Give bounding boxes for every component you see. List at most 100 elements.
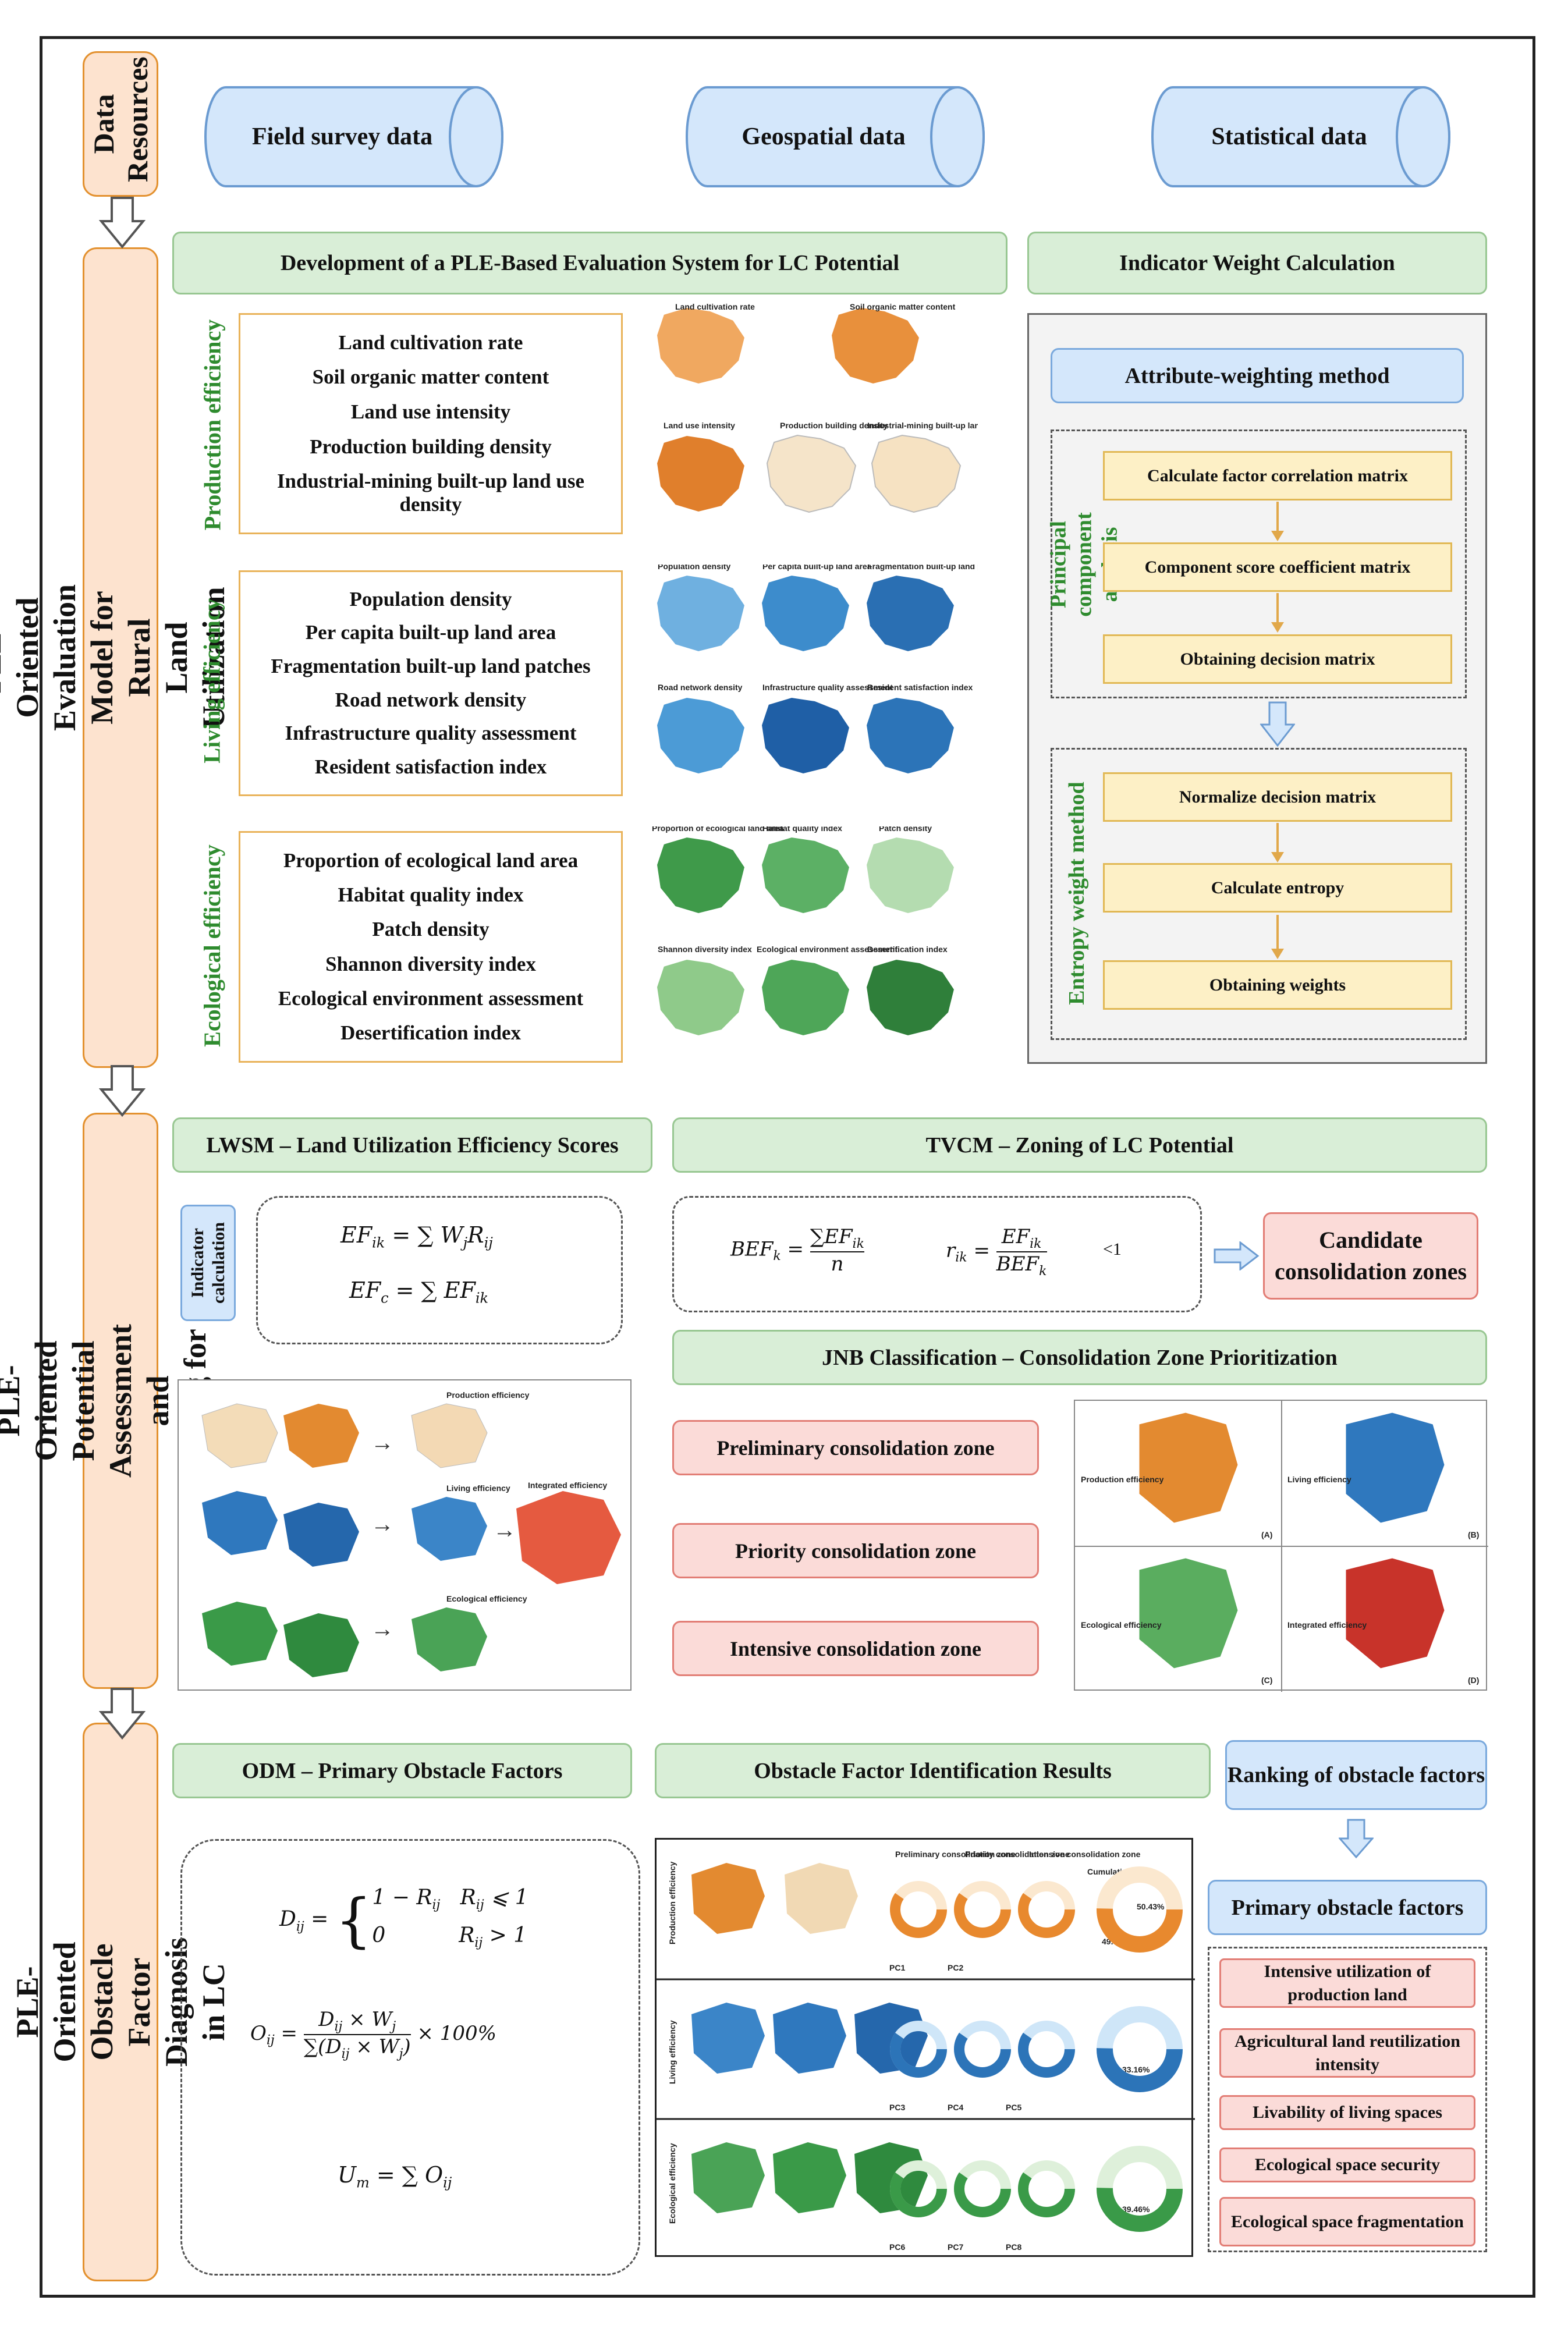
arrow-down-icon bbox=[99, 1065, 146, 1117]
development-title: Development of a PLE-Based Evaluation Sy… bbox=[172, 232, 1008, 294]
pca-box bbox=[1051, 430, 1467, 698]
svg-text:Production efficiency: Production efficiency bbox=[446, 1390, 530, 1400]
svg-text:PC5: PC5 bbox=[1006, 2103, 1021, 2112]
indicator-item: Resident satisfaction index bbox=[314, 755, 547, 779]
living-map-grid: Population density Per capita built-up l… bbox=[652, 562, 1008, 803]
svg-text:Ecological environment assessm: Ecological environment assessment bbox=[757, 945, 897, 954]
svg-text:Priority consolidation zone: Priority consolidation zone bbox=[965, 1850, 1070, 1859]
entropy-label: Entropy weight method bbox=[1065, 782, 1090, 1005]
svg-text:50.43%: 50.43% bbox=[1137, 1902, 1165, 1911]
arrow-down-icon bbox=[1339, 1819, 1374, 1859]
donut-segment bbox=[890, 1881, 947, 1938]
section-evaluation-model: PLE-Oriented Evaluation Model for Rural … bbox=[0, 247, 268, 1068]
indicator-item: Infrastructure quality assessment bbox=[285, 722, 577, 745]
ecological-efficiency-label: Ecological efficiency bbox=[199, 844, 225, 1047]
svg-text:Ecological efficiency: Ecological efficiency bbox=[668, 2143, 677, 2224]
svg-text:PC4: PC4 bbox=[948, 2103, 963, 2112]
ecological-indicator-list: Proportion of ecological land area Habit… bbox=[239, 831, 623, 1063]
arrow-right-icon bbox=[1214, 1241, 1260, 1270]
odm-title: ODM – Primary Obstacle Factors bbox=[172, 1743, 632, 1798]
svg-text:→: → bbox=[493, 1517, 516, 1543]
svg-text:Land use intensity: Land use intensity bbox=[664, 421, 735, 430]
cylinder-statistical: Statistical data bbox=[1150, 84, 1452, 189]
jnb-title: JNB Classification – Consolidation Zone … bbox=[672, 1330, 1487, 1385]
svg-text:Ecological efficiency: Ecological efficiency bbox=[1081, 1620, 1162, 1630]
svg-text:Production building density: Production building density bbox=[780, 421, 888, 430]
svg-text:Shannon diversity index: Shannon diversity index bbox=[658, 945, 752, 954]
arrow-down-icon bbox=[99, 197, 146, 249]
svg-text:PC6: PC6 bbox=[889, 2242, 905, 2252]
donut-segment bbox=[954, 1881, 1011, 1938]
obstacle-factor: Ecological space fragmentation bbox=[1219, 2197, 1475, 2246]
section-potential-assessment: PLE-Oriented Potential Assessment and Zo… bbox=[0, 1113, 250, 1689]
svg-text:Integrated efficiency: Integrated efficiency bbox=[1287, 1620, 1367, 1630]
svg-text:Desertification index: Desertification index bbox=[867, 945, 948, 954]
living-indicator-list: Population density Per capita built-up l… bbox=[239, 570, 623, 796]
svg-text:Production efficiency: Production efficiency bbox=[668, 1861, 677, 1944]
indicator-item: Road network density bbox=[335, 688, 527, 711]
svg-text:PC1: PC1 bbox=[889, 1963, 905, 1972]
pca-step: Component score coefficient matrix bbox=[1103, 542, 1452, 592]
indicator-item: Land use intensity bbox=[350, 400, 511, 423]
factor-list-box bbox=[1208, 1947, 1487, 2252]
donut-segment bbox=[890, 2021, 947, 2078]
obstacle-factor: Ecological space security bbox=[1219, 2148, 1475, 2182]
indicator-item: Soil organic matter content bbox=[312, 365, 549, 389]
svg-text:Integrated efficiency: Integrated efficiency bbox=[528, 1481, 607, 1490]
svg-text:Soil organic matter content: Soil organic matter content bbox=[850, 303, 956, 311]
preliminary-zone: Preliminary consolidation zone bbox=[672, 1420, 1039, 1475]
indicator-item: Shannon diversity index bbox=[325, 952, 536, 975]
formula-efc: EFc = ∑ EFik bbox=[349, 1277, 489, 1307]
pca-step: Obtaining decision matrix bbox=[1103, 634, 1452, 684]
less-than-one: <1 bbox=[1103, 1240, 1122, 1259]
arrow-down-icon bbox=[1271, 823, 1284, 862]
indicator-item: Proportion of ecological land area bbox=[283, 849, 579, 872]
odm-formula-box bbox=[180, 1839, 640, 2276]
svg-text:→: → bbox=[371, 1429, 394, 1456]
obstacle-factor: Intensive utilization of production land bbox=[1219, 1958, 1475, 2008]
svg-text:Production efficiency: Production efficiency bbox=[1081, 1475, 1164, 1484]
indicator-item: Fragmentation built-up land patches bbox=[271, 655, 591, 678]
svg-text:(D): (D) bbox=[1468, 1676, 1479, 1685]
svg-text:→: → bbox=[371, 1511, 394, 1537]
production-indicator-list: Land cultivation rate Soil organic matte… bbox=[239, 313, 623, 534]
svg-text:PC7: PC7 bbox=[948, 2242, 963, 2252]
indicator-item: Population density bbox=[349, 587, 512, 610]
entropy-step: Calculate entropy bbox=[1103, 863, 1452, 913]
obstacle-results-panel: Production efficiency Living efficiency … bbox=[655, 1838, 1195, 2257]
cumulative-segment bbox=[1097, 2006, 1183, 2092]
ranking-title: Ranking of obstacle factors bbox=[1225, 1740, 1487, 1810]
donut-segment bbox=[1018, 2021, 1075, 2078]
weight-title: Indicator Weight Calculation bbox=[1027, 232, 1487, 294]
svg-text:PC3: PC3 bbox=[889, 2103, 905, 2112]
indicator-item: Desertification index bbox=[340, 1021, 522, 1045]
donut-segment bbox=[890, 2160, 947, 2217]
svg-text:Habitat quality index: Habitat quality index bbox=[762, 826, 842, 833]
svg-text:Preliminary consolidation zone: Preliminary consolidation zone bbox=[895, 1850, 1016, 1859]
obstacle-factor: Livability of living spaces bbox=[1219, 2095, 1475, 2130]
svg-text:Living efficiency: Living efficiency bbox=[668, 2020, 677, 2084]
svg-text:Ecological efficiency: Ecological efficiency bbox=[446, 1594, 527, 1603]
svg-text:Living efficiency: Living efficiency bbox=[1287, 1475, 1351, 1484]
arrow-down-icon bbox=[1271, 502, 1284, 541]
obstacle-results-title: Obstacle Factor Identification Results bbox=[655, 1743, 1211, 1798]
svg-text:Patch density: Patch density bbox=[879, 826, 932, 833]
svg-text:Industrial-mining built-up lan: Industrial-mining built-up land use dens… bbox=[867, 421, 978, 430]
svg-text:Population density: Population density bbox=[658, 565, 730, 571]
arrow-down-icon bbox=[1271, 915, 1284, 959]
svg-text:Intensive consolidation zone: Intensive consolidation zone bbox=[1029, 1850, 1141, 1859]
svg-text:(C): (C) bbox=[1261, 1676, 1272, 1685]
svg-text:(A): (A) bbox=[1261, 1530, 1272, 1539]
svg-text:PC8: PC8 bbox=[1006, 2242, 1021, 2252]
lwsm-title: LWSM – Land Utilization Efficiency Score… bbox=[172, 1117, 652, 1173]
outer-frame bbox=[40, 36, 1535, 2298]
svg-text:Fragmentation built-up land pa: Fragmentation built-up land patches bbox=[867, 565, 978, 571]
entropy-step: Obtaining weights bbox=[1103, 960, 1452, 1010]
indicator-item: Ecological environment assessment bbox=[278, 986, 584, 1010]
jnb-map-panel: Production efficiency Living efficiency … bbox=[1074, 1400, 1488, 1692]
svg-text:39.46%: 39.46% bbox=[1122, 2205, 1150, 2214]
attribute-weighting-method: Attribute-weighting method bbox=[1051, 348, 1464, 403]
svg-text:Land cultivation rate: Land cultivation rate bbox=[675, 303, 755, 311]
